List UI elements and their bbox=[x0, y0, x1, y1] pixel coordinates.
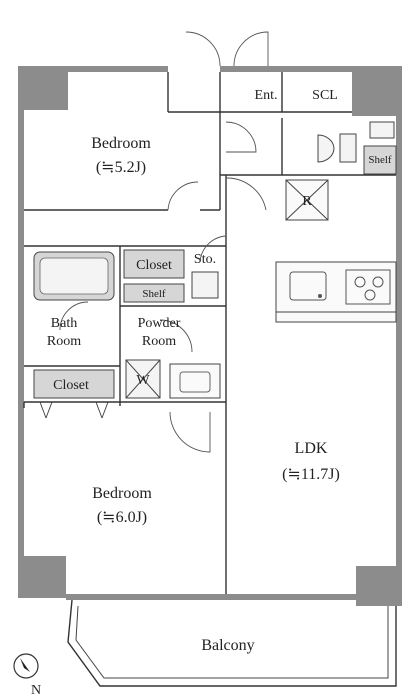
bedroom1-size: (≒5.2J) bbox=[96, 159, 146, 176]
doors bbox=[59, 31, 269, 453]
balcony-inner bbox=[75, 605, 389, 679]
shelf-mid-label: Shelf bbox=[142, 288, 166, 300]
closet-door bbox=[199, 235, 227, 263]
kitchen-counter bbox=[275, 261, 397, 323]
bedroom2-door bbox=[169, 411, 211, 453]
bath-door bbox=[59, 301, 89, 331]
bath-label-2: Room bbox=[47, 334, 81, 349]
wall-corner-nw bbox=[18, 66, 68, 110]
wall-south bbox=[66, 594, 356, 600]
powder-label-1: Powder bbox=[138, 316, 181, 331]
toilet bbox=[317, 134, 335, 163]
closet-lower-box bbox=[33, 369, 115, 399]
powder-door bbox=[159, 319, 193, 353]
powder-label-2: Room bbox=[142, 334, 176, 349]
wall-east bbox=[396, 116, 402, 566]
closet-upper-box bbox=[123, 249, 185, 279]
balcony-outline bbox=[67, 599, 397, 687]
entrance-label: Ent. bbox=[255, 88, 278, 103]
wall-corner-ne bbox=[352, 66, 402, 116]
closet-upper-label: Closet bbox=[136, 258, 172, 273]
entrance-door-leaf bbox=[185, 31, 221, 67]
bedroom2-name: Bedroom bbox=[92, 485, 152, 502]
partitions bbox=[23, 72, 396, 594]
kitchen-sink bbox=[289, 271, 327, 301]
closet-lower-label: Closet bbox=[53, 378, 89, 393]
entrance-door bbox=[233, 31, 269, 67]
bedroom1-door bbox=[167, 181, 199, 211]
refrigerator-label: R bbox=[302, 194, 312, 209]
bedroom2-size: (≒6.0J) bbox=[97, 509, 147, 526]
wall-west bbox=[18, 110, 24, 556]
shelf-mid-box bbox=[123, 283, 185, 303]
balcony-label: Balcony bbox=[201, 637, 254, 654]
cooktop bbox=[345, 269, 391, 305]
fixtures bbox=[33, 121, 397, 419]
bath-label-1: Bath bbox=[51, 316, 77, 331]
ldk-size: (≒11.7J) bbox=[282, 466, 340, 483]
bedroom1-name: Bedroom bbox=[91, 135, 151, 152]
scl-label: SCL bbox=[312, 88, 338, 103]
sink bbox=[169, 363, 221, 399]
washer-label: W bbox=[136, 373, 150, 388]
labels: Bedroom (≒5.2J) Bedroom (≒6.0J) LDK (≒11… bbox=[47, 88, 392, 654]
hall-door bbox=[225, 177, 267, 211]
ldk-name: LDK bbox=[295, 440, 328, 457]
compass: N bbox=[13, 653, 41, 698]
compass-label: N bbox=[31, 683, 41, 698]
shelf-top-label: Shelf bbox=[368, 154, 392, 166]
shelf-top-box bbox=[363, 145, 397, 175]
wall-corner-sw bbox=[18, 556, 66, 598]
walls bbox=[18, 66, 402, 606]
compass-icon bbox=[13, 653, 39, 679]
toilet-door bbox=[225, 121, 257, 153]
wall-corner-se bbox=[356, 566, 402, 606]
wall-north-right bbox=[220, 66, 352, 72]
wall-north-left bbox=[68, 66, 168, 72]
storage-label: Sto. bbox=[194, 252, 216, 267]
